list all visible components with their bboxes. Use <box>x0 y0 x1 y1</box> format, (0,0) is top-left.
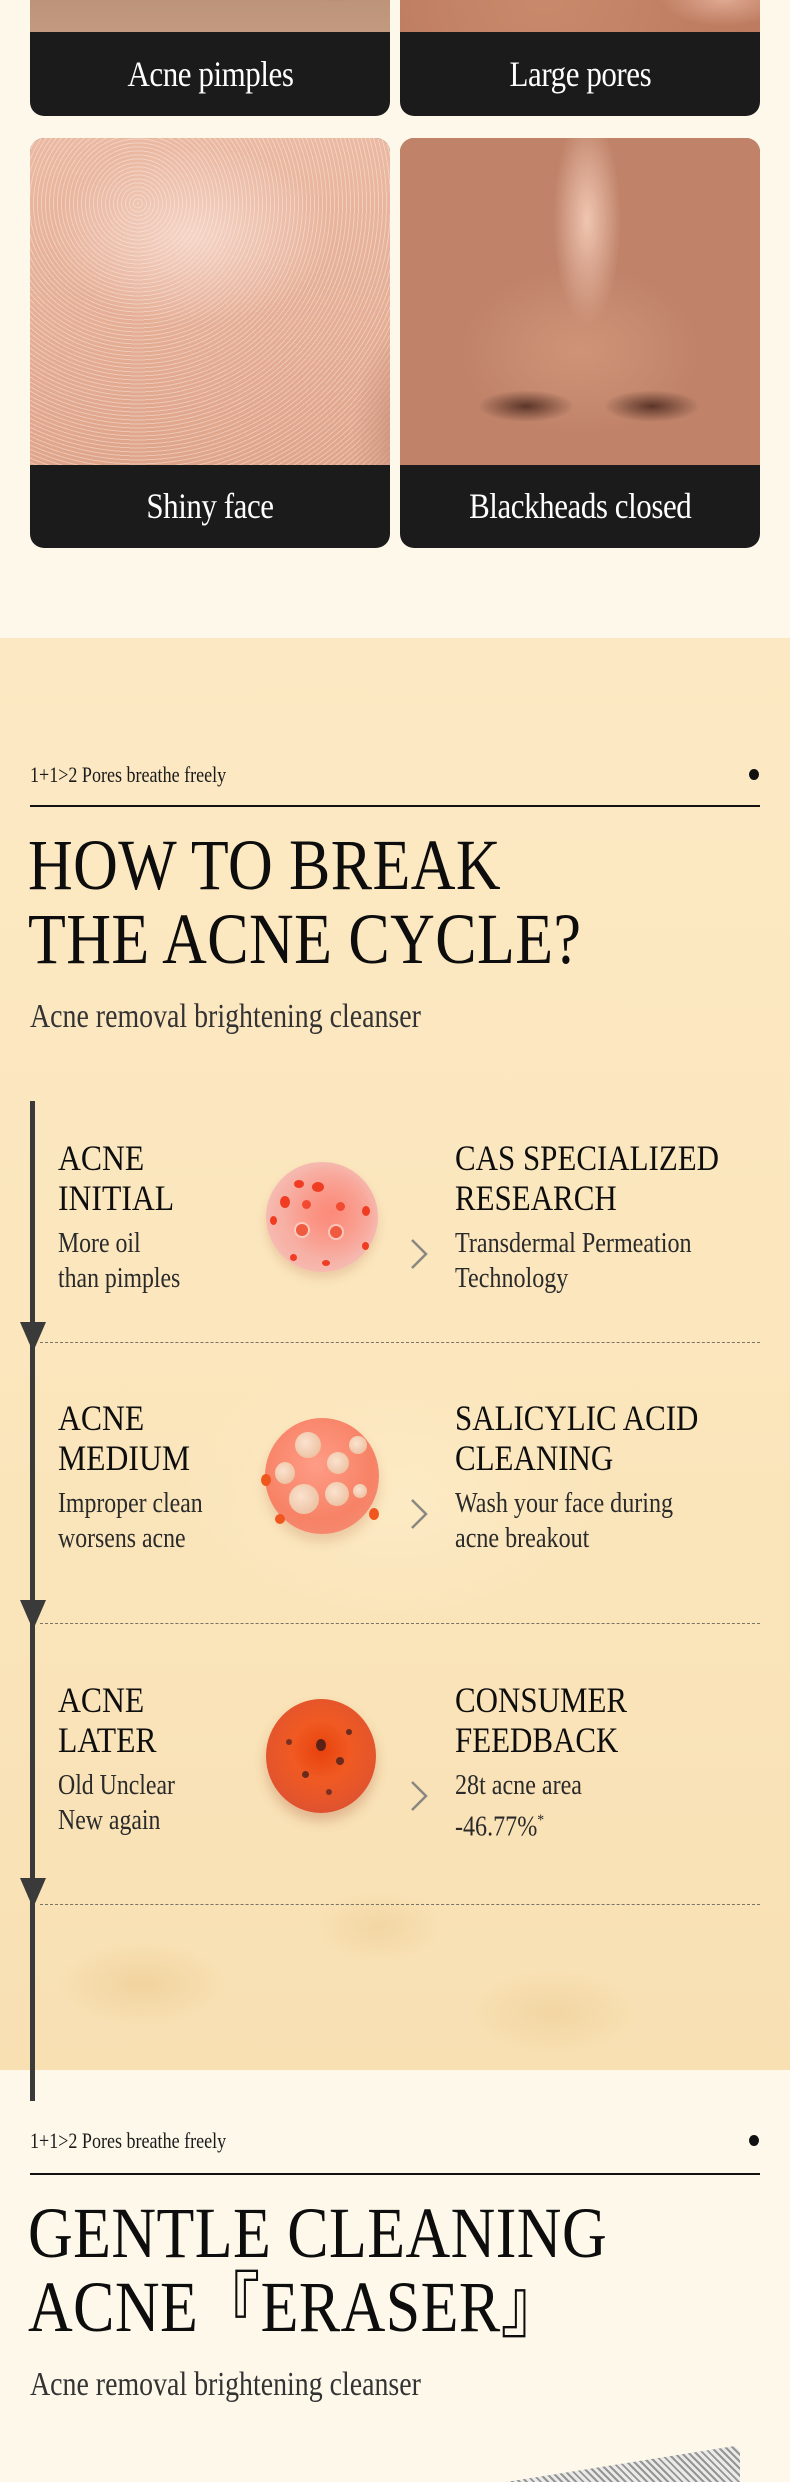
section-subtitle: Acne removal brightening cleanser <box>30 998 421 1035</box>
problem-card-acne-pimples: Acne pimples <box>30 0 390 116</box>
acne-cell-later-image <box>266 1699 376 1813</box>
stage-title: ACNE MEDIUM <box>58 1398 190 1478</box>
stage-title: ACNE LATER <box>58 1680 157 1760</box>
dashed-divider <box>40 1904 760 1905</box>
section-tag-text: 1+1>2 Pores breathe freely <box>30 762 227 787</box>
problem-card-blackheads: Blackheads closed <box>400 138 760 548</box>
problem-card-shiny-face: Shiny face <box>30 138 390 548</box>
section-title: HOW TO BREAK THE ACNE CYCLE? <box>28 825 582 979</box>
solution-title: SALICYLIC ACID CLEANING <box>455 1398 699 1478</box>
chevron-right-icon <box>411 1499 428 1529</box>
cleanser-brush-product-image <box>480 2446 740 2482</box>
acne-cell-medium-image <box>261 1418 379 1534</box>
bullet-dot-icon <box>749 2135 759 2146</box>
divider <box>30 2173 760 2175</box>
chevron-right-icon <box>411 1781 428 1811</box>
dashed-divider <box>40 1342 760 1343</box>
section-tag: 1+1>2 Pores breathe freely <box>30 762 760 807</box>
arrow-down-icon <box>20 1878 46 1908</box>
solution-title: CONSUMER FEEDBACK <box>455 1680 628 1760</box>
section-tag: 1+1>2 Pores breathe freely <box>30 2128 760 2175</box>
solution-description: Wash your face during acne breakout <box>455 1488 674 1554</box>
section-subtitle: Acne removal brightening cleanser <box>30 2366 421 2403</box>
problem-card-label: Shiny face <box>146 486 274 526</box>
stage-medium: ACNE MEDIUM Improper clean worsens acne … <box>0 1398 790 1638</box>
stage-description: Improper clean worsens acne <box>58 1488 203 1554</box>
skin-acne-photo <box>30 0 390 32</box>
stage-initial: ACNE INITIAL More oil than pimples CAS S… <box>0 1138 790 1378</box>
problem-card-large-pores: Large pores <box>400 0 760 116</box>
dashed-divider <box>40 1623 760 1624</box>
nose-blackheads-photo <box>400 138 760 465</box>
solution-description: 28t acne area -46.77%* <box>455 1770 582 1843</box>
oily-skin-photo <box>30 138 390 465</box>
problem-card-label: Blackheads closed <box>468 486 692 526</box>
stage-description: Old Unclear New again <box>58 1770 175 1836</box>
acne-cell-initial-image <box>266 1162 378 1272</box>
skin-pores-photo <box>400 0 760 32</box>
arrow-down-icon <box>20 1600 46 1630</box>
bullet-dot-icon <box>749 769 759 780</box>
acne-cycle-section: 1+1>2 Pores breathe freely HOW TO BREAK … <box>0 638 790 2101</box>
stage-later: ACNE LATER Old Unclear New again CONSUME… <box>0 1680 790 1920</box>
section-title: GENTLE CLEANING ACNE『ERASER』 <box>28 2193 608 2347</box>
stage-title: ACNE INITIAL <box>58 1138 175 1218</box>
divider <box>30 805 760 807</box>
problem-card-label: Acne pimples <box>127 54 293 94</box>
solution-title: CAS SPECIALIZED RESEARCH <box>455 1138 720 1218</box>
chevron-right-icon <box>411 1239 428 1269</box>
arrow-down-icon <box>20 1322 46 1352</box>
solution-description: Transdermal Permeation Technology <box>455 1228 692 1294</box>
problem-card-label: Large pores <box>509 54 651 94</box>
stage-description: More oil than pimples <box>58 1228 181 1294</box>
section-tag-text: 1+1>2 Pores breathe freely <box>30 2128 227 2153</box>
